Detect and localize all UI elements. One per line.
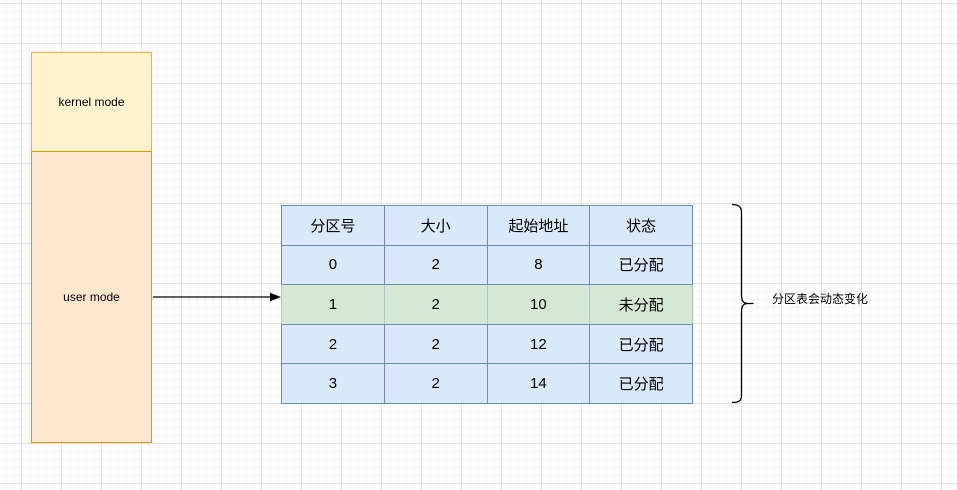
kernel-mode-label: kernel mode [58,95,125,109]
table-cell: 2 [281,323,385,365]
header-cell-partition-no: 分区号 [281,205,385,246]
table-cell: 10 [486,284,591,325]
table-cell: 2 [383,284,488,325]
table-cell: 已分配 [589,323,693,365]
table-row: 0 2 8 已分配 [281,244,693,286]
user-mode-box[interactable]: user mode [31,151,152,443]
kernel-mode-box[interactable]: kernel mode [31,52,152,152]
table-cell: 8 [486,244,591,286]
partition-table-header-row: 分区号 大小 起始地址 状态 [281,205,693,246]
header-cell-size: 大小 [383,205,488,246]
table-cell: 已分配 [589,244,693,286]
arrow-user-to-table[interactable] [153,292,281,302]
header-cell-start-address: 起始地址 [486,205,591,246]
table-cell: 2 [383,244,488,286]
table-cell: 1 [281,284,385,325]
annotation-label: 分区表会动态变化 [772,292,869,306]
table-cell: 2 [383,363,488,404]
table-cell: 2 [383,323,488,365]
table-cell: 14 [486,363,591,404]
arrowhead-icon [270,292,281,302]
table-cell: 0 [281,244,385,286]
table-cell: 12 [486,323,591,365]
table-cell: 已分配 [589,363,693,404]
user-mode-label: user mode [63,290,120,304]
partition-table[interactable]: 分区号 大小 起始地址 状态 0 2 8 已分配 1 2 10 未分配 2 2 [281,205,693,404]
table-cell: 未分配 [589,284,693,325]
curly-brace-icon[interactable] [731,203,754,404]
table-row-highlighted: 1 2 10 未分配 [281,284,693,325]
table-cell: 3 [281,363,385,404]
header-cell-status: 状态 [589,205,693,246]
table-row: 2 2 12 已分配 [281,323,693,365]
table-row: 3 2 14 已分配 [281,363,693,404]
